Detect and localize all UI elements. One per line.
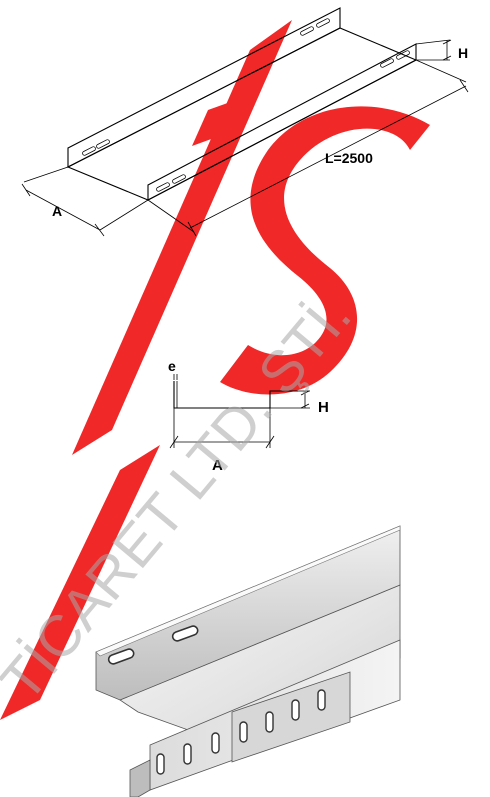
label-width-a-fig1: A: [52, 203, 62, 219]
tray-perspective-drawing: A L=2500 H: [21, 7, 469, 237]
logo-s-curve: [220, 106, 430, 395]
tray-rendered-view: [95, 525, 401, 797]
render-back-wall-slots: [107, 625, 199, 665]
dimension-height-h-fig2: [270, 390, 310, 409]
label-height-h-fig2: H: [318, 399, 329, 416]
render-front-wall-slots: [156, 689, 326, 775]
render-front-flange: [129, 759, 151, 797]
back-wall-slots: [82, 18, 330, 156]
logo-stroke-upper: [72, 20, 292, 455]
label-length: L=2500: [325, 150, 373, 166]
logo-stroke-lower: [0, 445, 160, 720]
render-tray-back-lip: [95, 525, 401, 657]
label-width-a-fig2: A: [212, 457, 223, 474]
dimension-width-a-fig2: [169, 408, 275, 449]
company-logo-watermark: [0, 20, 430, 720]
label-thickness-e: e: [168, 358, 176, 374]
logo-bar-top: [192, 95, 250, 146]
label-height-h-fig1: H: [458, 45, 468, 61]
tray-cross-section-drawing: e H A: [168, 358, 329, 474]
front-wall-slots: [156, 50, 410, 192]
dimension-height-h-fig1: [415, 39, 452, 61]
dimension-length-l: [147, 59, 469, 237]
dimension-width-a: [21, 166, 149, 237]
